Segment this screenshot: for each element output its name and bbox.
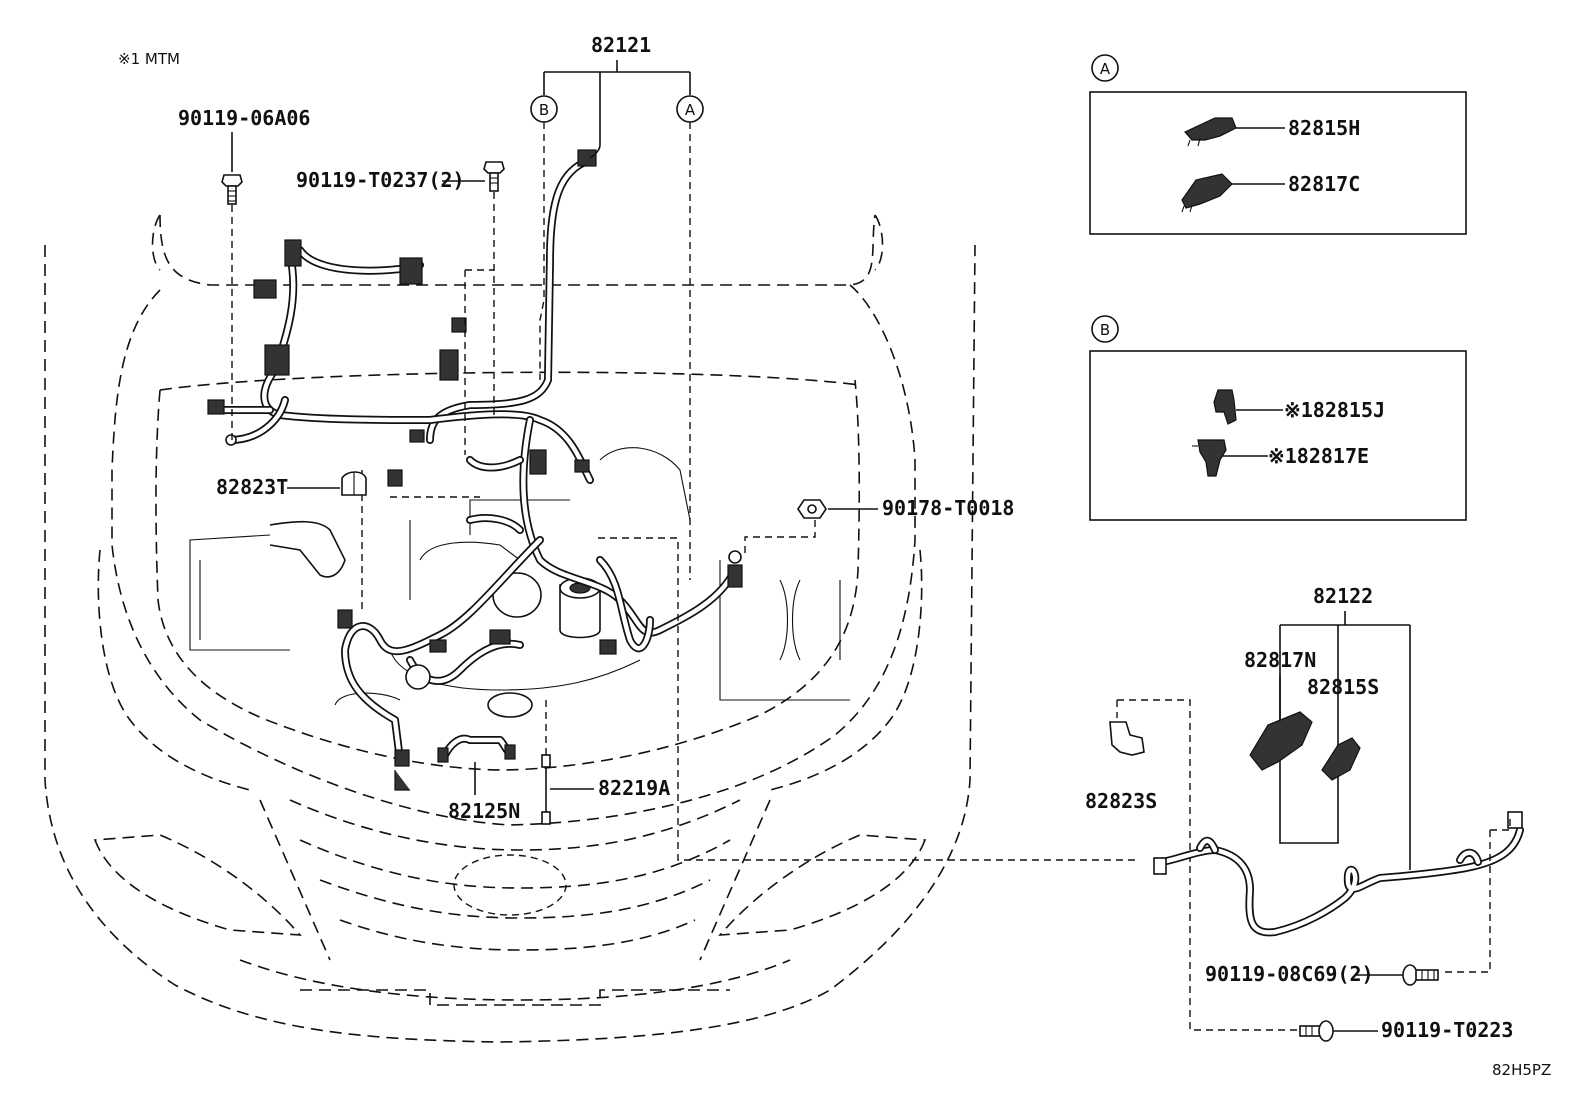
leader-lines bbox=[231, 60, 1140, 861]
callout-a-label: A bbox=[685, 101, 696, 119]
part-number-82815s: 82815S bbox=[1307, 675, 1379, 699]
diagram-reference-code: 82H5PZ bbox=[1492, 1061, 1551, 1079]
part-number-82817e: ※182817E bbox=[1268, 444, 1369, 468]
note-mtm: ※1 MTM bbox=[118, 50, 180, 68]
detail-a-marker: A bbox=[1100, 60, 1111, 78]
harness-82125n bbox=[394, 734, 516, 791]
part-number-82823t: 82823T bbox=[216, 475, 288, 499]
part-number-82815h: 82815H bbox=[1288, 116, 1360, 140]
part-number-82219a: 82219A bbox=[598, 776, 670, 800]
part-number-82125n: 82125N bbox=[448, 799, 520, 823]
vehicle-outline bbox=[44, 214, 976, 1043]
callout-a-marker: A bbox=[676, 95, 704, 123]
detail-b-panel: B ※182815J ※182817E bbox=[1089, 315, 1467, 521]
part-number-82817n: 82817N bbox=[1244, 648, 1316, 672]
detail-a-panel: A 82815H 82817C bbox=[1089, 54, 1467, 235]
connector-82815j-icon bbox=[1213, 389, 1237, 425]
part-number-90119-08c69: 90119-08C69(2) bbox=[1205, 962, 1374, 986]
part-number-90119-06a06: 90119-06A06 bbox=[178, 106, 310, 130]
connector-82815h-icon bbox=[1184, 117, 1237, 147]
harness-82219a bbox=[541, 754, 551, 825]
part-number-82823s: 82823S bbox=[1085, 789, 1157, 813]
part-number-82121: 82121 bbox=[591, 33, 651, 57]
part-number-90119-t0237: 90119-T0237(2) bbox=[296, 168, 465, 192]
harness-82121 bbox=[207, 149, 743, 767]
part-number-82122: 82122 bbox=[1313, 584, 1373, 608]
connector-82815s-icon bbox=[1321, 737, 1361, 781]
detail-b-marker: B bbox=[1100, 321, 1110, 339]
callout-b-label: B bbox=[539, 101, 549, 119]
bolt-90119-t0237-icon bbox=[483, 161, 505, 192]
callout-b-marker: B bbox=[530, 95, 558, 123]
connector-82817n-icon bbox=[1249, 711, 1313, 771]
nut-90178-t0018-icon bbox=[797, 499, 827, 519]
bolt-90119-08c69-icon bbox=[1402, 964, 1439, 986]
bolt-90119-t0223-icon bbox=[1299, 1020, 1334, 1042]
part-number-82815j: ※182815J bbox=[1284, 398, 1385, 422]
part-number-90119-t0223: 90119-T0223 bbox=[1381, 1018, 1513, 1042]
bolt-90119-06a06-icon bbox=[221, 174, 243, 205]
connector-82817c-icon bbox=[1181, 173, 1233, 213]
clamp-82823s-icon bbox=[1109, 721, 1145, 756]
clamp-82823t-icon bbox=[341, 471, 367, 496]
harness-82122: 82122 82817N 82815S 82823S bbox=[1085, 584, 1524, 1042]
part-number-90178-t0018: 90178-T0018 bbox=[882, 496, 1014, 520]
connector-82817e-icon bbox=[1192, 439, 1227, 477]
part-number-82817c: 82817C bbox=[1288, 172, 1360, 196]
